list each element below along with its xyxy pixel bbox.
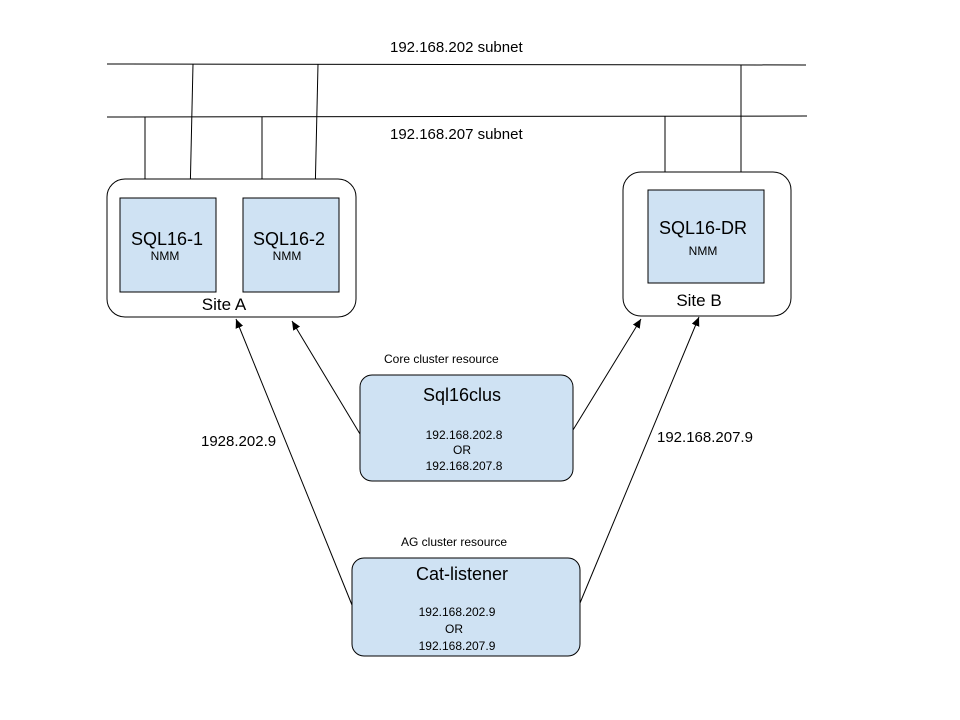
subnet-202-line [106, 63, 807, 66]
subnet-207-label: 192.168.207 subnet [390, 126, 523, 143]
sql16-1-nmm: NMM [150, 249, 180, 263]
site-a-label: Site A [201, 295, 247, 314]
sql16-2-name: SQL16-2 [252, 229, 326, 249]
ag-resource-caption: AG cluster resource [401, 535, 508, 549]
sql16-1-name: SQL16-1 [130, 229, 204, 249]
site-b-label: Site B [676, 291, 722, 310]
core-resource-caption: Core cluster resource [384, 352, 499, 366]
left-edge-label: 1928.202.9 [201, 433, 277, 450]
sql16-2-link-202 [314, 63, 319, 199]
core-resource-or: OR [453, 443, 471, 457]
core-resource-name: Sql16clus [422, 385, 502, 405]
core-cluster-resource-box [359, 374, 574, 482]
ag-to-site-b-arrow [579, 316, 700, 604]
sql16-1-node [119, 197, 217, 293]
core-resource-ip2: 192.168.207.8 [425, 459, 503, 473]
ag-resource-or: OR [445, 622, 463, 636]
ag-resource-name: Cat-listener [415, 564, 509, 584]
ag-cluster-resource-box [351, 557, 581, 657]
sql16-1-link-202 [189, 63, 194, 199]
ag-resource-ip1: 192.168.202.9 [418, 605, 496, 619]
ag-to-site-a-arrow [235, 318, 353, 606]
subnet-202-label: 192.168.202 subnet [390, 39, 523, 56]
core-resource-ip1: 192.168.202.8 [425, 428, 503, 442]
subnet-207-line [106, 115, 808, 118]
sql16-dr-node [647, 189, 765, 284]
sql16-2-node [242, 197, 340, 293]
core-to-site-b-arrow [572, 318, 642, 431]
ag-resource-ip2: 192.168.207.9 [418, 639, 496, 653]
right-edge-label: 192.168.207.9 [657, 429, 753, 446]
core-to-site-a-arrow [291, 320, 361, 435]
sql16-dr-nmm: NMM [688, 244, 718, 258]
sql16-dr-name: SQL16-DR [658, 218, 748, 238]
sql16-2-nmm: NMM [272, 249, 302, 263]
